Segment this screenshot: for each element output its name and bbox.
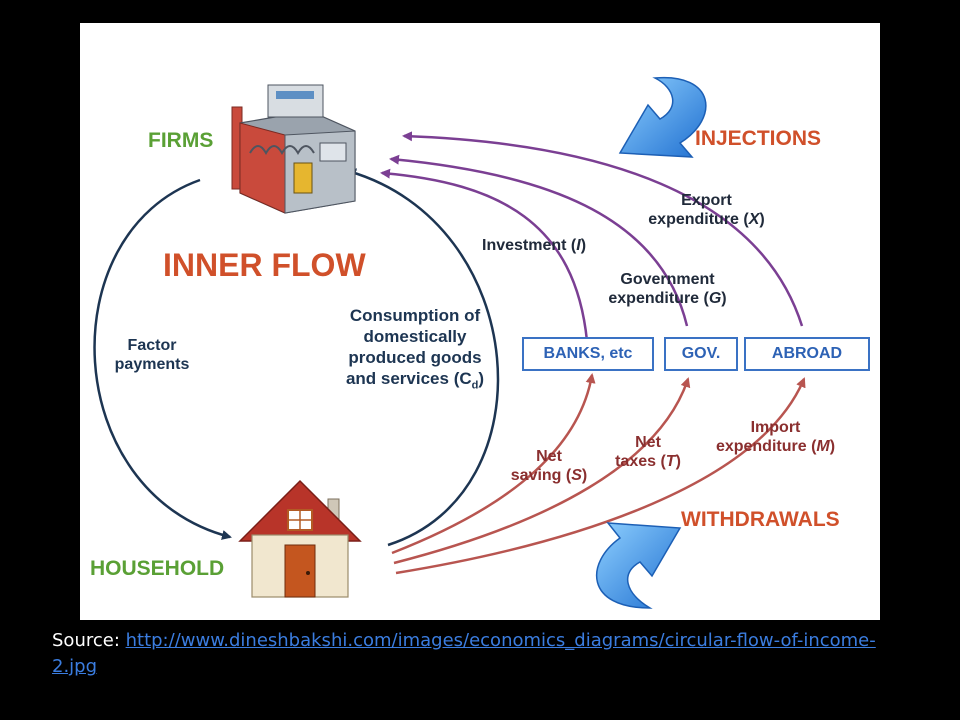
injections-label: INJECTIONS: [695, 127, 822, 150]
source-link[interactable]: http://www.dineshbakshi.com/images/econo…: [52, 630, 876, 677]
export-expenditure-label: Export expenditure (X): [648, 192, 765, 228]
import-expenditure-arrow: [395, 377, 806, 575]
consumption-arrow: [346, 168, 500, 547]
injections-big-arrow: [618, 76, 707, 158]
investment-label: Investment (I): [482, 237, 587, 254]
abroad-box: ABROAD: [744, 337, 870, 371]
withdrawals-big-arrow: [596, 522, 682, 609]
banks-box: BANKS, etc: [522, 337, 654, 371]
household-label: HOUSEHOLD: [90, 557, 225, 580]
house-icon: [238, 479, 362, 598]
inner-flow-label: INNER FLOW: [163, 247, 366, 283]
net-saving-arrow: [391, 373, 596, 555]
factory-icon: [231, 84, 356, 214]
net-taxes-label: Net taxes (T): [615, 434, 681, 470]
export-expenditure-arrow: [402, 131, 804, 327]
factor-payments-arrow: [93, 178, 232, 540]
government-expenditure-label: Government expenditure (G): [608, 271, 727, 307]
source-caption: Source: http://www.dineshbakshi.com/imag…: [52, 628, 912, 680]
source-prefix: Source:: [52, 630, 126, 651]
firms-label: FIRMS: [148, 129, 214, 152]
net-saving-label: Net saving (S): [510, 448, 588, 484]
government-expenditure-arrow: [389, 154, 689, 327]
gov-box: GOV.: [664, 337, 738, 371]
factor-payments-label: Factor payments: [114, 337, 190, 373]
investment-arrow: [380, 168, 589, 342]
consumption-label: Consumption of domestically produced goo…: [345, 306, 485, 392]
diagram-panel: FIRMS HOUSEHOLD INNER FLOW INJECTIONS WI…: [80, 23, 880, 620]
net-taxes-arrow: [393, 377, 691, 565]
import-expenditure-label: Import expenditure (M): [715, 419, 836, 455]
withdrawals-label: WITHDRAWALS: [681, 508, 840, 531]
circular-flow-diagram: [93, 76, 806, 609]
